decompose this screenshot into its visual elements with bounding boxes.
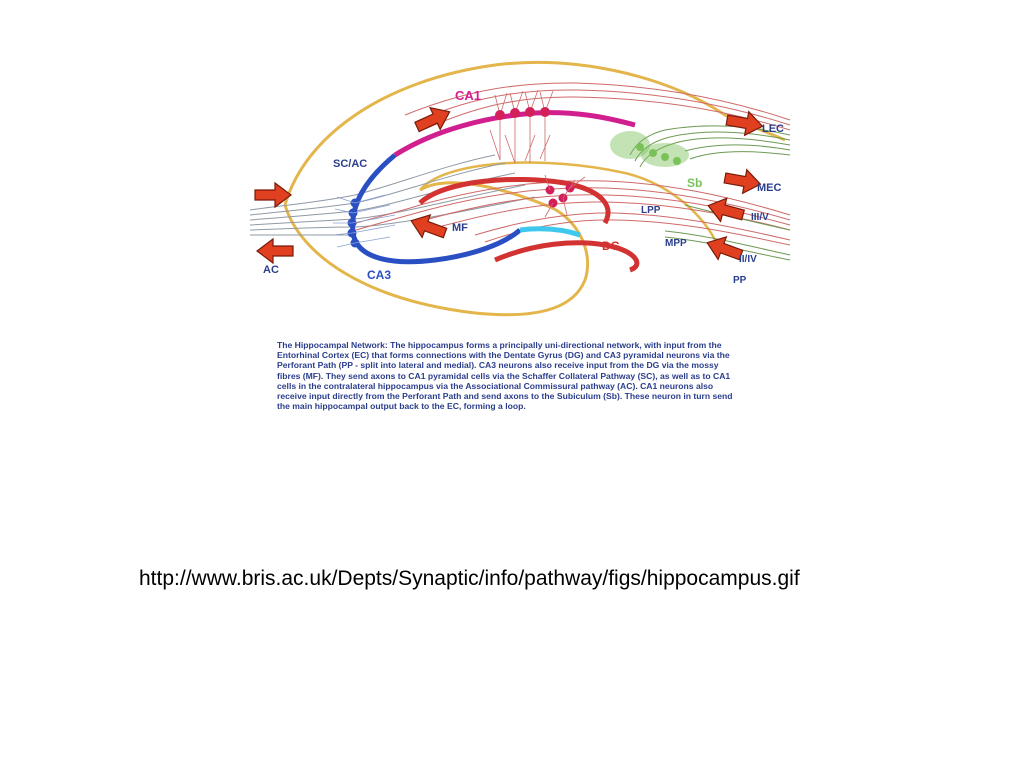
dg-dendrites (544, 174, 586, 218)
hippocampus-outline (283, 60, 786, 317)
dentate-gyrus-layer (418, 176, 611, 225)
label-ac: AC (263, 264, 279, 276)
label-lpp: LPP (641, 205, 661, 216)
inner-outline (419, 161, 717, 241)
arrow-lec-icon (724, 107, 766, 139)
dentate-gyrus-lower-blade (494, 240, 640, 273)
label-lec: LEC (762, 123, 784, 135)
mossy-fibre-bundle (519, 226, 581, 238)
label-ca3: CA3 (367, 268, 391, 282)
source-url: http://www.bris.ac.uk/Depts/Synaptic/inf… (139, 567, 800, 590)
label-ca1: CA1 (455, 88, 481, 103)
diagram-caption: The Hippocampal Network: The hippocampus… (277, 340, 733, 412)
label-iii-v: III/V (751, 212, 769, 223)
ca3-pyramidal-layer (350, 153, 522, 265)
arrow-iii-v-icon (704, 193, 747, 228)
label-mec: MEC (757, 182, 782, 194)
label-sb: Sb (687, 176, 702, 190)
hippocampal-network-diagram: CA1 SC/AC AC CA3 MF DG LPP MPP Sb LEC ME… (249, 60, 791, 317)
label-mpp: MPP (665, 238, 687, 249)
commissural-fibres (249, 154, 536, 236)
label-mf: MF (452, 222, 468, 234)
ca3-dendrites (332, 194, 396, 248)
label-ii-iv: II/IV (739, 254, 757, 265)
ca1-dendrites (489, 89, 554, 164)
arrow-ac-out-icon (256, 238, 294, 264)
label-dg: DG (602, 239, 620, 253)
label-sc-ac: SC/AC (333, 158, 367, 170)
subiculum-neurons (610, 131, 689, 167)
ca1-neurons (495, 107, 550, 120)
label-pp: PP (733, 275, 747, 286)
